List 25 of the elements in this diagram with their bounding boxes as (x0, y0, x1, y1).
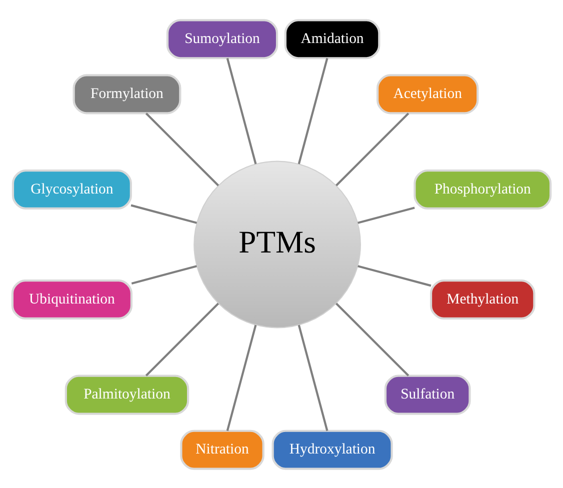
connector (336, 112, 410, 186)
node-box: Sumoylation (166, 18, 278, 59)
node-box: Ubiquitination (11, 279, 132, 320)
connector (226, 324, 257, 431)
node-box: Amidation (284, 18, 380, 59)
connector (336, 302, 410, 376)
node-circle: PTMs (194, 160, 361, 328)
node-box: Glycosylation (12, 168, 132, 209)
connector (145, 112, 220, 186)
connector (131, 264, 197, 284)
node-box: Methylation (430, 279, 536, 320)
node-box: Acetylation (376, 74, 479, 114)
connector (298, 57, 328, 164)
node-box: Phosphorylation (414, 168, 552, 209)
connector (298, 324, 328, 431)
node-box: Nitration (180, 429, 264, 470)
node-box: Hydroxylation (272, 429, 393, 470)
connector (358, 264, 432, 286)
connector (226, 57, 257, 164)
node-box: Formylation (72, 74, 182, 114)
connector (130, 204, 197, 224)
node-box: Sulfation (384, 374, 471, 414)
connector (145, 302, 220, 376)
connector (358, 206, 415, 224)
node-box: Palmitoylation (64, 374, 190, 414)
